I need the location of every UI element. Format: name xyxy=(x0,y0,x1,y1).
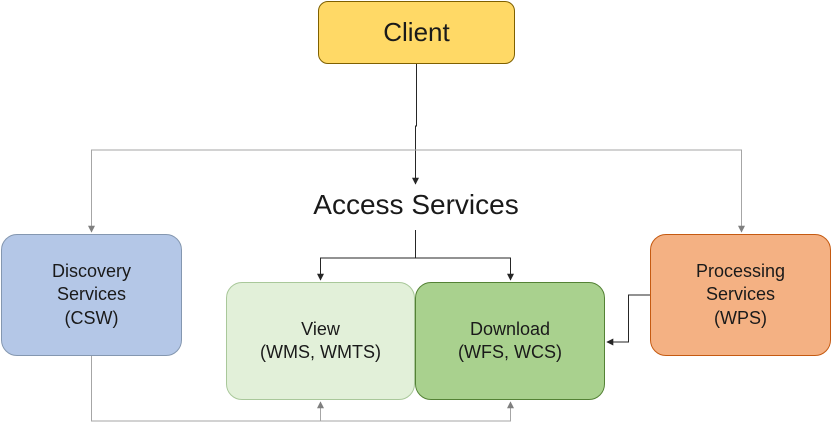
download-services-node: Download (WFS, WCS) xyxy=(415,282,605,400)
connector-discovery-bottom xyxy=(91,356,514,422)
access-services-label: Access Services xyxy=(313,189,519,220)
processing-line-1: Processing xyxy=(695,260,786,281)
discovery-line-2: Services xyxy=(56,284,126,305)
discovery-services-node: Discovery Services (CSW) xyxy=(1,234,182,356)
connector-access-to-download xyxy=(415,257,514,281)
view-services-node: View (WMS, WMTS) xyxy=(226,282,415,400)
download-line-1: Download xyxy=(469,318,551,339)
discovery-services-text: Discovery Services (CSW) xyxy=(52,260,131,330)
processing-line-2: Services xyxy=(705,284,775,305)
connector-to-discovery xyxy=(88,149,416,233)
client-node: Client xyxy=(318,1,515,64)
processing-line-3: (WPS) xyxy=(713,307,767,328)
processing-services-text: Processing Services (WPS) xyxy=(696,260,785,330)
client-label: Client xyxy=(383,16,450,47)
view-services-text: View (WMS, WMTS) xyxy=(260,318,381,365)
discovery-line-3: (CSW) xyxy=(64,307,119,328)
view-line-1: View xyxy=(301,318,340,339)
connector-client-to-access xyxy=(412,64,419,185)
download-line-2: (WFS, WCS) xyxy=(458,342,562,362)
connector-access-fork xyxy=(317,230,416,281)
discovery-line-1: Discovery xyxy=(51,260,131,281)
download-services-text: Download (WFS, WCS) xyxy=(458,318,562,365)
connector-processing-to-download xyxy=(606,294,650,346)
processing-services-node: Processing Services (WPS) xyxy=(650,234,831,356)
connector-to-processing xyxy=(415,149,745,233)
view-line-2: (WMS, WMTS) xyxy=(260,342,381,362)
